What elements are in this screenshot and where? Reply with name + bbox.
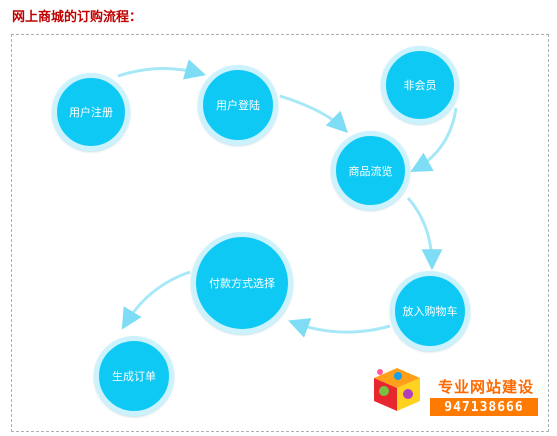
cube-logo-icon [374, 368, 420, 411]
node-register: 用户注册 [52, 73, 130, 151]
node-order-label: 生成订单 [112, 370, 156, 383]
node-browse-label: 商品流览 [348, 164, 393, 178]
node-cart-label: 放入购物车 [402, 305, 458, 318]
diagram-frame [11, 34, 549, 432]
arrow-register-to-login [117, 59, 207, 80]
arrow-browse-to-cart [406, 197, 443, 271]
node-nonmember: 非会员 [381, 46, 459, 124]
arrow-payment-to-order [121, 270, 191, 330]
watermark: 专业网站建设 947138666 [366, 360, 542, 416]
node-login: 用户登陆 [198, 65, 278, 145]
node-login-label: 用户登陆 [216, 99, 260, 112]
node-cart: 放入购物车 [390, 271, 470, 351]
arrow-cart-to-payment [288, 318, 391, 338]
node-payment: 付款方式选择 [191, 232, 293, 334]
node-payment-label: 付款方式选择 [209, 277, 275, 290]
arrow-login-to-browse [279, 94, 348, 133]
node-order: 生成订单 [94, 336, 174, 416]
node-browse: 商品流览 [331, 131, 410, 210]
watermark-slogan: 专业网站建设 [438, 378, 535, 396]
page-title: 网上商城的订购流程： [12, 10, 143, 25]
node-nonmember-label: 非会员 [403, 79, 437, 92]
watermark-phone: 947138666 [430, 398, 538, 416]
arrow-nonmember-to-browse [410, 107, 458, 173]
node-register-label: 用户注册 [69, 106, 113, 119]
